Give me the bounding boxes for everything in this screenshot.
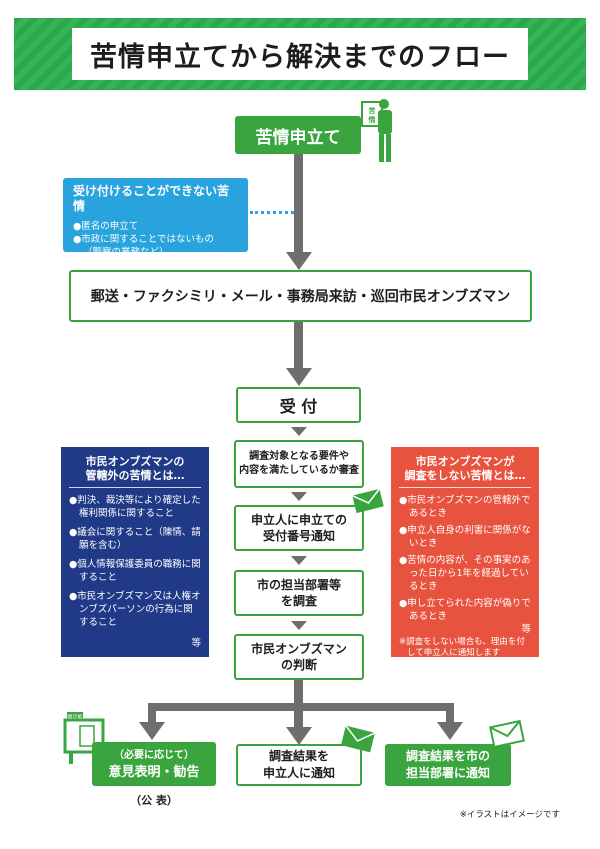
step-1-line1: 調査対象となる要件や — [249, 451, 349, 462]
sign-text-1: 苦 — [369, 106, 376, 115]
not-investigated-title: 市民オンブズマンが 調査をしない苦情とは… — [399, 455, 531, 488]
step-4-line2: の判断 — [280, 658, 317, 672]
left-item-1: ●判決、裁決等により確定した権利関係に関すること — [69, 495, 201, 519]
step-1-line2: 内容を満たしているか審査 — [239, 465, 359, 476]
reception-label: 受 付 — [279, 397, 318, 416]
step-investigation-box: 市の担当部署等 を調査 — [234, 570, 364, 616]
footnote: ※イラストはイメージです — [459, 810, 560, 820]
channels-label: 郵送・ファクシミリ・メール・事務局来訪・巡回市民オンブズマン — [90, 289, 511, 305]
right-etc: 等 — [521, 624, 531, 635]
envelope-outline-icon — [489, 719, 525, 749]
outcome-right-line1: 調査結果を市の — [405, 749, 490, 763]
right-title-line1: 市民オンブズマンが — [415, 455, 515, 468]
arrow-small-4 — [290, 621, 307, 630]
right-note: ※調査をしない場合も、理由を付して申立人に通知します — [399, 637, 525, 658]
not-investigated-panel: 市民オンブズマンが 調査をしない苦情とは… ●市民オンブズマンの管轄外であるとき… — [391, 447, 539, 658]
step-4-line1: 市民オンブズマン — [251, 642, 347, 656]
envelope-result-icon — [341, 725, 376, 753]
notify-department-box: 調査結果を市の 担当部署に通知 — [385, 744, 511, 786]
right-item-3: ●苦情の内容が、その事実のあった日から1年を経過しているとき — [399, 555, 531, 592]
outcome-center-line2: 申立人に通知 — [262, 766, 335, 780]
left-etc: 等 — [191, 638, 201, 649]
left-title-line1: 市民オンブズマンの — [85, 455, 185, 468]
sign-text-2: 情 — [369, 115, 376, 124]
opinion-recommendation-box: （必要に応じて） 意見表明・勧告 — [92, 742, 216, 786]
rejected-title: 受け付けることができない苦情 — [73, 184, 230, 213]
complaint-start-box: 苦情申立て — [235, 116, 361, 154]
arrow-small-1 — [290, 427, 307, 436]
page-title: 苦情申立てから解決までのフロー — [90, 41, 510, 73]
arrow-small-2 — [290, 492, 307, 501]
outcome-left-line2: 意見表明・勧告 — [108, 765, 200, 780]
publication-label: （公 表） — [130, 794, 178, 807]
title-box: 苦情申立てから解決までのフロー — [72, 28, 528, 80]
branch-left-down — [148, 703, 156, 725]
left-title-line2: 管轄外の苦情とは… — [85, 469, 185, 482]
rejected-connector — [250, 211, 294, 214]
right-item-2: ●申立人自身の利害に関係がないとき — [399, 525, 531, 549]
complaint-start-label: 苦情申立て — [255, 127, 341, 148]
arrow-small-3 — [290, 556, 307, 565]
notice-board-label: 掲示板 — [67, 714, 82, 721]
outcome-center-line1: 調査結果を — [268, 749, 329, 763]
branch-horizontal — [148, 703, 454, 711]
branch-right-down — [446, 703, 454, 725]
step-receipt-number-box: 申立人に申立ての 受付番号通知 — [234, 505, 364, 551]
title-banner: 苦情申立てから解決までのフロー — [14, 18, 586, 90]
step-2-line2: 受付番号通知 — [262, 529, 335, 543]
out-of-jurisdiction-panel: 市民オンブズマンの 管轄外の苦情とは… ●判決、裁決等により確定した権利関係に関… — [61, 447, 209, 657]
step-judgment-box: 市民オンブズマン の判断 — [234, 634, 364, 680]
right-item-1: ●市民オンブズマンの管轄外であるとき — [399, 495, 531, 519]
rejected-item-3: （警察の業務など） — [83, 247, 169, 258]
outcome-left-line1: （必要に応じて） — [114, 750, 194, 761]
left-item-3: ●個人情報保護委員の職務に関すること — [69, 559, 201, 583]
arrow-head-right — [437, 722, 463, 740]
reception-box: 受 付 — [236, 387, 361, 423]
left-item-4: ●市民オンブズマン又は人権オンブズパーソンの行為に関すること — [69, 591, 201, 628]
step-3-line2: を調査 — [280, 594, 317, 608]
channels-box: 郵送・ファクシミリ・メール・事務局来訪・巡回市民オンブズマン — [69, 270, 532, 322]
out-of-jurisdiction-title: 市民オンブズマンの 管轄外の苦情とは… — [69, 455, 201, 488]
arrow-head-left — [139, 722, 165, 740]
right-title-line2: 調査をしない苦情とは… — [404, 469, 526, 482]
rejected-item-2: ●市政に関することではないもの — [73, 234, 215, 245]
rejected-complaints-box: 受け付けることができない苦情 ●匿名の申立て ●市政に関することではないもの （… — [63, 178, 248, 258]
notify-applicant-box: 調査結果を 申立人に通知 — [236, 744, 362, 786]
arrow-channels-to-reception — [294, 322, 303, 370]
step-3-line1: 市の担当部署等 — [256, 578, 341, 592]
outcome-right-line2: 担当部署に通知 — [405, 766, 490, 780]
rejected-item-1: ●匿名の申立て — [73, 221, 139, 232]
person-with-sign-icon: 苦 情 — [361, 99, 392, 162]
step-2-line1: 申立人に申立ての — [250, 513, 347, 527]
arrow-head-1 — [285, 252, 312, 270]
left-item-2: ●議会に関すること（陳情、請願を含む） — [69, 527, 201, 551]
arrow-head-center — [285, 727, 312, 745]
envelope-icon — [351, 488, 384, 514]
arrow-start-to-channels — [294, 154, 303, 254]
arrow-head-2 — [285, 368, 312, 386]
step-screening-box: 調査対象となる要件や 内容を満たしているか審査 — [234, 440, 364, 488]
right-item-4: ●申し立てられた内容が偽りであるとき — [399, 598, 531, 622]
